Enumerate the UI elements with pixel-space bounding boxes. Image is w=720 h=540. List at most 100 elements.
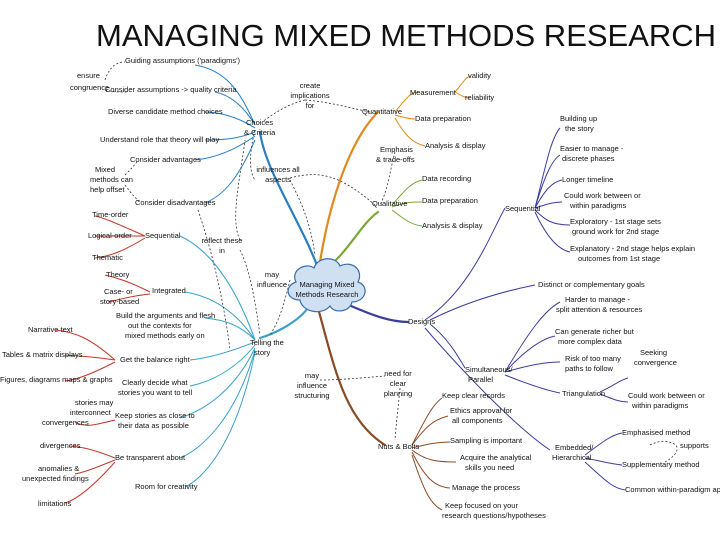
build-line3: mixed methods early on xyxy=(125,331,205,340)
create-line2: implications xyxy=(290,91,329,100)
designs-label: Designs xyxy=(408,317,435,326)
distinct-goals: Distinct or complementary goals xyxy=(538,280,645,289)
seeking-line1: Seeking xyxy=(640,348,667,357)
keep-focused-line1: Keep focused on your xyxy=(445,501,518,510)
influences-line2: aspects xyxy=(265,175,291,184)
acquire-line2: skills you need xyxy=(465,463,514,472)
may-structuring-line3: structuring xyxy=(294,391,329,400)
qual-recording: Data recording xyxy=(422,174,471,183)
keep-records: Keep clear records xyxy=(442,391,505,400)
central-label-line1: Managing Mixed xyxy=(299,280,354,289)
explanatory-line1: Explanatory - 2nd stage helps explain xyxy=(570,244,695,253)
reflect-line1: reflect these xyxy=(202,236,243,245)
convergences-label: convergences xyxy=(42,418,89,427)
building-line2: the story xyxy=(565,124,594,133)
choices-hub-line1: Choices xyxy=(246,118,273,127)
diverse-choices: Diverse candidate method choices xyxy=(108,107,223,116)
case-line1: Case- or xyxy=(104,287,133,296)
cross-links xyxy=(104,61,678,463)
telling-integrated: Integrated xyxy=(152,286,186,295)
measurement-label: Measurement xyxy=(410,88,457,97)
harder-line1: Harder to manage - xyxy=(565,295,631,304)
guiding-assumptions: Guiding assumptions ('paradigms') xyxy=(125,56,241,65)
mixed-offer-line1: Mixed xyxy=(95,165,115,174)
build-line2: out the contexts for xyxy=(128,321,192,330)
qual-analysis: Analysis & display xyxy=(422,221,483,230)
exploratory-line1: Exploratory - 1st stage sets xyxy=(570,217,661,226)
qual-prep: Data preparation xyxy=(422,196,478,205)
seq-could-work-line2: within paradigms xyxy=(569,201,627,210)
triangulation-label: Triangulation xyxy=(562,389,605,398)
telling-links xyxy=(54,215,256,504)
telling-line1: Telling the xyxy=(250,338,284,347)
risk-line2: paths to follow xyxy=(565,364,614,373)
quant-analysis: Analysis & display xyxy=(425,141,486,150)
manage-process: Manage the process xyxy=(452,483,520,492)
embedded-line2: Hierarchical xyxy=(552,453,592,462)
embedded-line1: Embedded/ xyxy=(555,443,594,452)
logical-order: Logical-order xyxy=(88,231,132,240)
anomalies-line2: unexpected findings xyxy=(22,474,89,483)
need-planning-line2: clear xyxy=(390,379,407,388)
balance-label: Get the balance right xyxy=(120,355,191,364)
emphasised-method: Emphasised method xyxy=(622,428,690,437)
sim-could-work-line2: within paradigms xyxy=(631,401,689,410)
understand-theory: Understand role that theory will play xyxy=(100,135,219,144)
building-line1: Building up xyxy=(560,114,597,123)
simultaneous-line1: Simultaneous/ xyxy=(465,365,513,374)
sampling-label: Sampling is important xyxy=(450,436,523,445)
time-order: Time-order xyxy=(92,210,129,219)
central-node: Managing Mixed Methods Research xyxy=(287,258,366,313)
keep-close-line2: their data as possible xyxy=(118,421,189,430)
easier-line1: Easier to manage - xyxy=(560,144,624,153)
branch-quantitative xyxy=(318,110,380,264)
stories-may-line2: interconnect xyxy=(70,408,112,417)
quant-data-prep: Data preparation xyxy=(415,114,471,123)
stories-may-line1: stories may xyxy=(75,398,114,407)
supplementary-method: Supplementary method xyxy=(622,460,700,469)
quantitative-links xyxy=(394,75,471,147)
seq-could-work-line1: Could work between or xyxy=(564,191,641,200)
influences-line1: influences all xyxy=(256,165,300,174)
richer-line1: Can generate richer but xyxy=(555,327,635,336)
longer-timeline: Longer timeline xyxy=(562,175,613,184)
ethics-line2: all components xyxy=(452,416,503,425)
clearly-line1: Clearly decide what xyxy=(122,378,188,387)
risk-line1: Risk of too many xyxy=(565,354,621,363)
qualitative-links xyxy=(391,179,423,227)
create-line1: create xyxy=(300,81,321,90)
ensure-line1: ensure xyxy=(77,71,100,80)
ethics-line1: Ethics approval for xyxy=(450,406,513,415)
may-structuring-line1: may xyxy=(305,371,319,380)
explanatory-line2: outcomes from 1st stage xyxy=(578,254,660,263)
telling-sequential: Sequential xyxy=(145,231,181,240)
thematic-label: Thematic xyxy=(92,253,123,262)
central-label-line2: Methods Research xyxy=(296,290,359,299)
nuts-label: Nuts & Bolts xyxy=(378,442,420,451)
acquire-line1: Acquire the analytical xyxy=(460,453,532,462)
sequential-label: Sequential xyxy=(505,204,541,213)
build-line1: Build the arguments and flesh xyxy=(116,311,215,320)
sim-could-work-line1: Could work between or xyxy=(628,391,705,400)
theory-label: Theory xyxy=(106,270,130,279)
page-title: MANAGING MIXED METHODS RESEARCH xyxy=(96,18,717,53)
quantitative-label: Quantitative xyxy=(362,107,402,116)
branch-nuts xyxy=(316,306,387,447)
branch-telling xyxy=(258,306,310,340)
keep-close-line1: Keep stories as close to xyxy=(115,411,195,420)
simultaneous-line2: Parallel xyxy=(468,375,493,384)
mixed-offer-line2: methods can xyxy=(90,175,133,184)
richer-line2: more complex data xyxy=(558,337,623,346)
reflect-line2: in xyxy=(219,246,225,255)
narrative-text: Narrative text xyxy=(28,325,74,334)
keep-focused-line2: research questions/hypotheses xyxy=(442,511,546,520)
room-creativity: Room for creativity xyxy=(135,482,198,491)
figures-label: Figures, diagrams maps & graphs xyxy=(0,375,113,384)
choices-links xyxy=(194,64,256,204)
need-planning-line1: need for xyxy=(384,369,412,378)
branch-choices xyxy=(258,130,320,270)
validity-label: validity xyxy=(468,71,491,80)
may-influence-line1: may xyxy=(265,270,279,279)
emphasis-line2: & trade-offs xyxy=(376,155,415,164)
choices-hub-line2: & Criteria xyxy=(244,128,276,137)
